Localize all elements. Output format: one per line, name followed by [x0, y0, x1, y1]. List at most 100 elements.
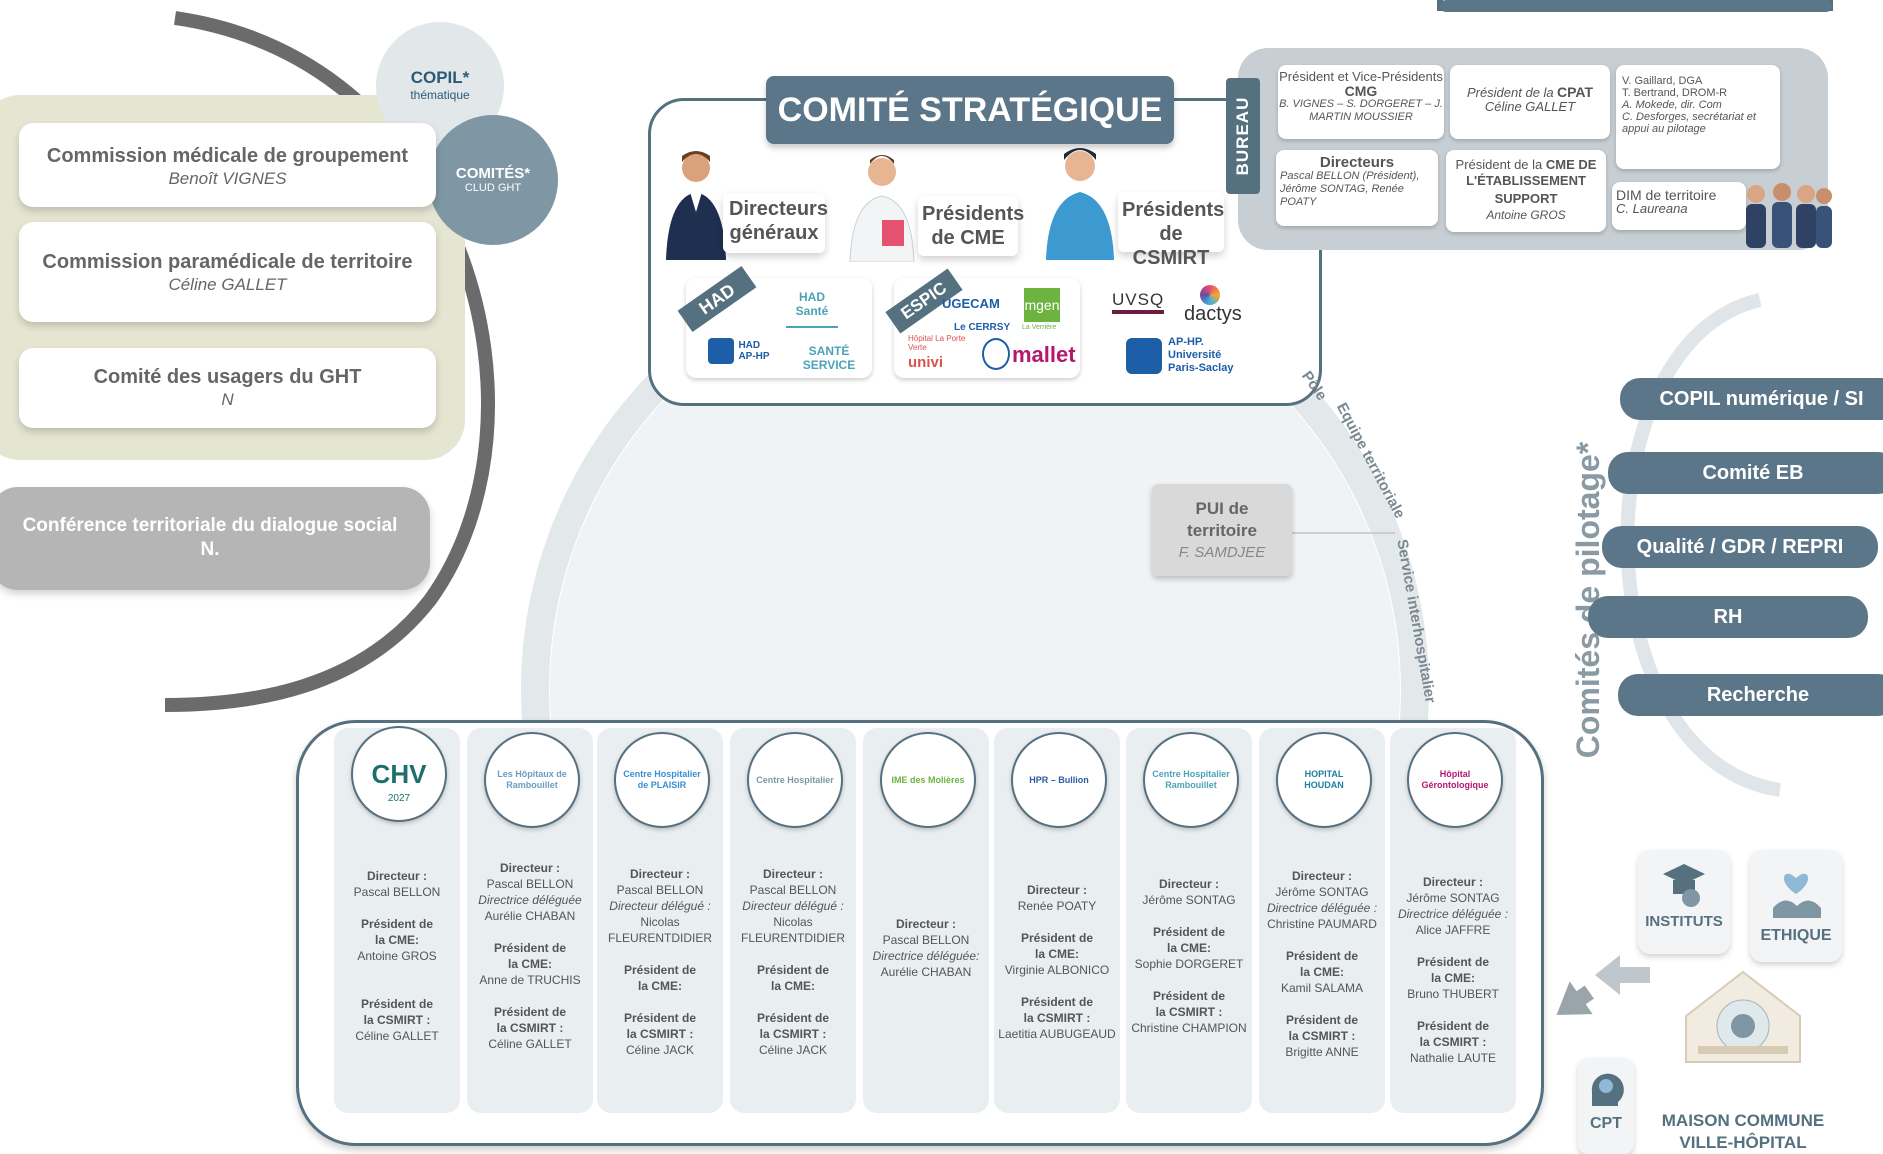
hospital-detail-line: Bruno THUBERT: [1407, 987, 1499, 1001]
uvsq-logo: UVSQ: [1112, 290, 1165, 314]
hospital-logo-text: IME des Molières: [891, 774, 965, 785]
hospital-detail-line: Laetitia AUBUGEAUD: [998, 1027, 1116, 1041]
pui-card[interactable]: PUI de territoire F. SAMDJEE: [1152, 484, 1292, 576]
conference-card[interactable]: Conférence territoriale du dialogue soci…: [0, 487, 430, 590]
group-card-cme[interactable]: Présidents de CME: [918, 196, 1025, 256]
bureau-directeurs-card[interactable]: Directeurs Pascal BELLON (Président), Jé…: [1276, 150, 1438, 226]
hospital-detail-line: Anne de TRUCHIS: [479, 973, 581, 987]
ugecam-ring-icon: [982, 338, 1010, 370]
hospital-detail-line: Céline GALLET: [355, 1029, 439, 1043]
commission-person: N: [221, 390, 234, 409]
hospital-detail-line: Pascal BELLON: [616, 883, 704, 897]
bureau-cmg-card[interactable]: Président et Vice-Présidents CMG B. VIGN…: [1278, 65, 1444, 139]
hospital-logo: HOPITAL HOUDAN: [1276, 732, 1372, 828]
pilotage-item-comite-eb[interactable]: Comité EB: [1608, 452, 1883, 494]
hospital-detail-line: [730, 994, 856, 1010]
hospital-detail-line: Alice JAFFRE: [1415, 923, 1491, 937]
hospital-detail-line: Directeur :: [1026, 883, 1088, 897]
hospital-detail-line: Directeur délégué :: [742, 899, 844, 913]
hospital-detail-line: Directeur :: [629, 867, 691, 881]
hospital-logo: Hôpital Gérontologique: [1407, 732, 1503, 828]
hospital-detail-line: Aurélie CHABAN: [880, 965, 972, 979]
hospital-detail-line: Virginie ALBONICO: [1004, 963, 1110, 977]
bureau-dga-card[interactable]: V. Gaillard, DGA T. Bertrand, DROM-R A. …: [1616, 65, 1780, 169]
aphp-saclay-logo: AP-HP. Université Paris-Saclay: [1126, 336, 1246, 376]
had-sante-logo: HAD Santé: [786, 290, 838, 328]
hospital-detail-line: [1259, 996, 1385, 1012]
hospital-detail-line: Renée POATY: [1017, 899, 1097, 913]
maison-commune-house-icon: [1685, 970, 1801, 1063]
group-card-csmirt[interactable]: Présidents de CSMIRT: [1118, 192, 1224, 269]
director-figure-icon: [666, 151, 726, 260]
hospital-logo: Les Hôpitaux de Rambouillet: [484, 732, 580, 828]
comites-subtitle: CLUD GHT: [464, 182, 522, 194]
commission-title: Commission paramédicale de territoire: [42, 251, 413, 273]
hospital-detail-line: Nicolas FLEURENTDIDIER: [607, 915, 712, 945]
la-verriere-label: La Verrière: [1022, 324, 1057, 331]
cerrsy-logo: Le CERRSY: [954, 322, 1011, 333]
pilotage-item-numerique[interactable]: COPIL numérique / SI: [1620, 378, 1883, 420]
hospital-detail-line: Président de la CSMIRT :: [1152, 989, 1226, 1019]
hospital-detail-line: Directrice déléguée :: [1266, 901, 1378, 915]
pilotage-item-recherche[interactable]: Recherche: [1618, 674, 1883, 716]
hospital-detail-line: Président de la CME:: [1020, 931, 1094, 961]
commission-card-paramedicale[interactable]: Commission paramédicale de territoire Cé…: [19, 222, 436, 322]
exchange-arrow-left: [1595, 955, 1650, 995]
hospital-detail-line: Christine PAUMARD: [1267, 917, 1377, 931]
bureau-dim-card[interactable]: DIM de territoire C. Laureana: [1612, 182, 1746, 230]
aphp-icon: [1126, 338, 1162, 374]
copil-title: COPIL*: [410, 68, 470, 87]
hospital-detail-line: Président de la CME:: [756, 963, 830, 993]
doctor-figure-icon: [849, 155, 915, 262]
hospital-detail-line: Président de la CSMIRT :: [1285, 1013, 1359, 1043]
hospital-detail-line: [334, 964, 460, 980]
hospital-detail-line: Pascal BELLON: [353, 885, 441, 899]
cpt-card[interactable]: CPT: [1578, 1058, 1634, 1154]
hospital-detail-line: Nicolas FLEURENTDIDIER: [740, 915, 845, 945]
hospital-detail-line: Directeur :: [762, 867, 824, 881]
hospital-detail-line: Jérôme SONTAG: [1406, 891, 1500, 905]
comites-title: COMITÉS*: [455, 165, 531, 182]
hospital-detail-line: Pascal BELLON: [882, 933, 970, 947]
hospital-detail-line: Jérôme SONTAG: [1142, 893, 1236, 907]
commission-person: Céline GALLET: [168, 275, 287, 294]
hospital-detail-line: Antoine GROS: [357, 949, 437, 963]
commission-card-usagers[interactable]: Comité des usagers du GHT N: [19, 348, 436, 428]
bureau-cme-support-card[interactable]: Président de la CME DE L'ÉTABLISSEMENT S…: [1446, 150, 1606, 232]
heart-hands-icon: [1773, 873, 1821, 918]
hospital-details: Directeur : Renée POATY Président de la CM…: [994, 882, 1120, 1042]
had-logo-box: HAD HAD Santé HAD AP-HP SANTÉ SERVICE: [677, 265, 872, 378]
hospital-detail-line: Président de la CSMIRT :: [756, 1011, 830, 1041]
dactys-logo: dactys: [1184, 303, 1242, 325]
hospital-detail-line: Céline GALLET: [488, 1037, 572, 1051]
pilotage-item-qualite[interactable]: Qualité / GDR / REPRI: [1602, 526, 1878, 568]
hospital-detail-line: Président de la CSMIRT :: [623, 1011, 697, 1041]
hospital-detail-line: Pascal BELLON: [486, 877, 574, 891]
hospital-detail-line: [730, 946, 856, 962]
hospital-detail-line: [1390, 1002, 1516, 1018]
hospital-logo: Centre Hospitalier: [747, 732, 843, 828]
nurse-figure-icon: [1046, 148, 1114, 260]
ethique-card[interactable]: ETHIQUE: [1750, 850, 1842, 962]
hospital-logo: HPR – Bullion: [1011, 732, 1107, 828]
bureau-cpat-card[interactable]: Président de la CPAT Céline GALLET: [1450, 65, 1610, 139]
hospital-logo-text: Les Hôpitaux de Rambouillet: [497, 769, 567, 790]
commission-card-medicale[interactable]: Commission médicale de groupement Benoît…: [19, 123, 436, 207]
pilotage-item-rh[interactable]: RH: [1588, 596, 1868, 638]
hospital-detail-line: Président de la CME:: [1152, 925, 1226, 955]
hospital-detail-line: Christine CHAMPION: [1131, 1021, 1247, 1035]
dactys-flower-icon: [1200, 285, 1220, 305]
hospital-detail-line: Nathalie LAUTE: [1409, 1051, 1497, 1065]
conference-title: Conférence territoriale du dialogue soci…: [22, 515, 398, 536]
group-card-directeurs[interactable]: Directeurs généraux: [723, 193, 828, 253]
group-label: Présidents de CME: [922, 203, 1025, 249]
had-aphp-logo: HAD AP-HP: [708, 338, 778, 368]
instituts-card[interactable]: INSTITUTS: [1638, 850, 1730, 954]
espic-logo-box: ESPIC UGECAM mgen La Verrière Le CERRSY …: [885, 268, 1080, 378]
hospital-detail-line: Directeur :: [1158, 877, 1220, 891]
